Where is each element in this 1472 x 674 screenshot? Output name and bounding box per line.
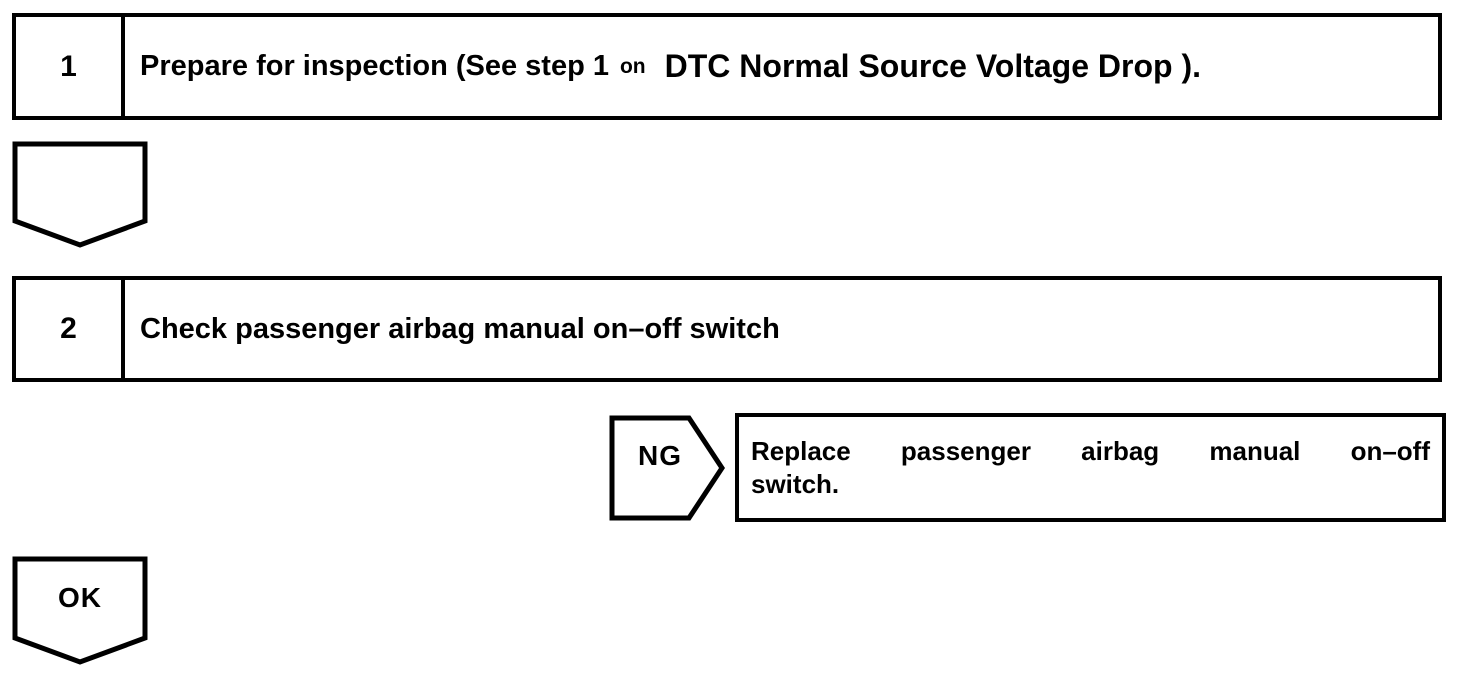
step-1-text-ref-intro: on <box>619 54 646 78</box>
ng-action-text-line1: Replace passenger airbag manual on–off <box>751 435 1430 466</box>
step-2-number: 2 <box>16 280 125 378</box>
step-2-text: Check passenger airbag manual on–off swi… <box>140 312 780 345</box>
step-1-box: 1 Prepare for inspection (See step 1 on … <box>12 13 1442 120</box>
ng-action-box: Replace passenger airbag manual on–off s… <box>735 413 1446 522</box>
ng-branch-arrow: NG <box>609 415 726 521</box>
pentagon-right-icon <box>609 415 725 521</box>
pentagon-down-icon <box>12 556 148 665</box>
step-2-box: 2 Check passenger airbag manual on–off s… <box>12 276 1442 382</box>
ng-action-text-line2: switch. <box>751 468 840 499</box>
step-1-text-prefix: Prepare for inspection (See step 1 <box>140 50 609 82</box>
step-2-title: Check passenger airbag manual on–off swi… <box>125 280 1438 378</box>
dtc-reference-link[interactable]: DTC Normal Source Voltage Drop ). <box>664 48 1201 84</box>
ok-flow-arrow: OK <box>12 556 148 665</box>
flow-arrow-down <box>12 141 148 248</box>
step-1-number: 1 <box>16 17 125 116</box>
pentagon-down-icon <box>12 141 148 248</box>
step-1-title: Prepare for inspection (See step 1 on DT… <box>125 17 1438 116</box>
